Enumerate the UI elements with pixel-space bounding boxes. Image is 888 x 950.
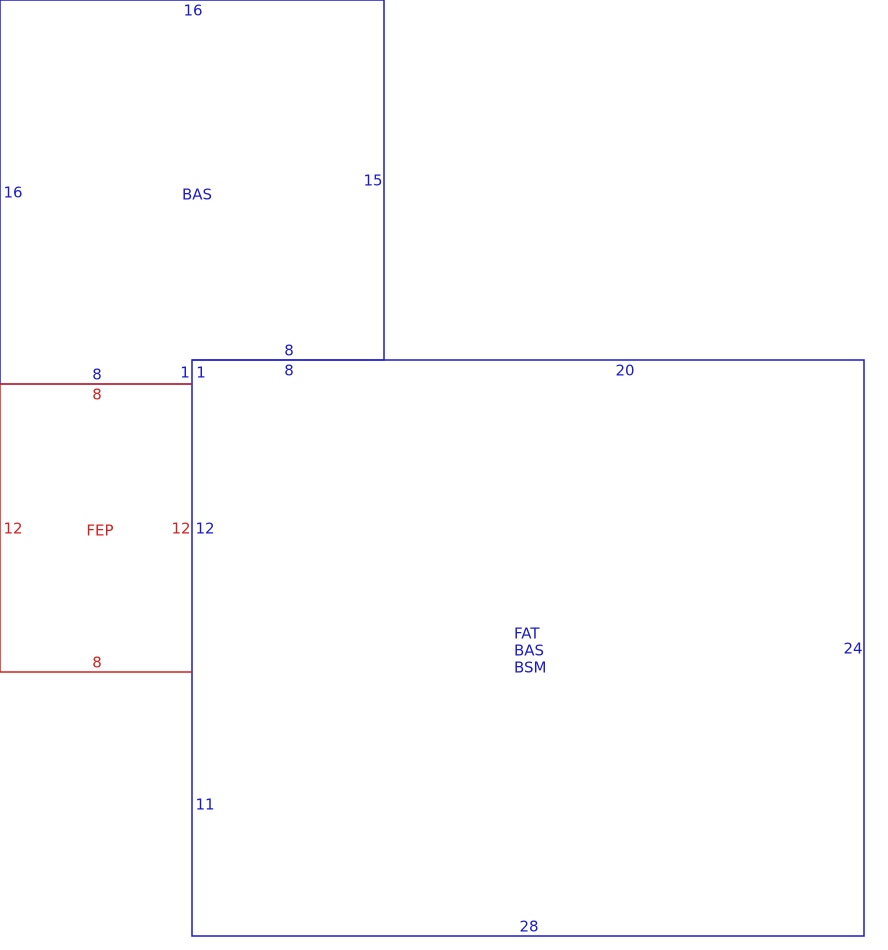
main-left-upper-dimension: 12 — [195, 520, 214, 538]
upper-bottom-step-dimension: 1 — [180, 364, 190, 382]
upper-left-dimension: 16 — [3, 184, 22, 202]
porch-top-dimension: 8 — [92, 386, 102, 404]
main-area-name-2: BAS — [514, 642, 544, 660]
main-area-name-1: FAT — [514, 625, 540, 643]
main-bottom-dimension: 28 — [519, 918, 538, 936]
porch-area-name: FEP — [86, 522, 113, 540]
upper-bottom-right-dimension: 8 — [284, 342, 294, 360]
upper-bottom-left-dimension: 8 — [92, 366, 102, 384]
porch-right-dimension: 12 — [171, 520, 190, 538]
upper-right-dimension: 15 — [363, 172, 382, 190]
upper-area-name: BAS — [182, 186, 212, 204]
main-top-left-dimension: 8 — [284, 362, 294, 380]
upper-top-dimension: 16 — [183, 2, 202, 20]
main-left-lower-dimension: 11 — [195, 796, 214, 814]
porch-area — [0, 383, 192, 673]
porch-bottom-dimension: 8 — [92, 654, 102, 672]
porch-left-dimension: 12 — [3, 520, 22, 538]
main-area — [191, 359, 865, 937]
porch-outline — [0, 383, 192, 673]
main-area-name-3: BSM — [514, 659, 547, 677]
main-top-right-dimension: 20 — [615, 362, 634, 380]
main-area-outline — [191, 359, 865, 937]
main-right-dimension: 24 — [843, 640, 862, 658]
main-top-step-dimension: 1 — [196, 364, 206, 382]
